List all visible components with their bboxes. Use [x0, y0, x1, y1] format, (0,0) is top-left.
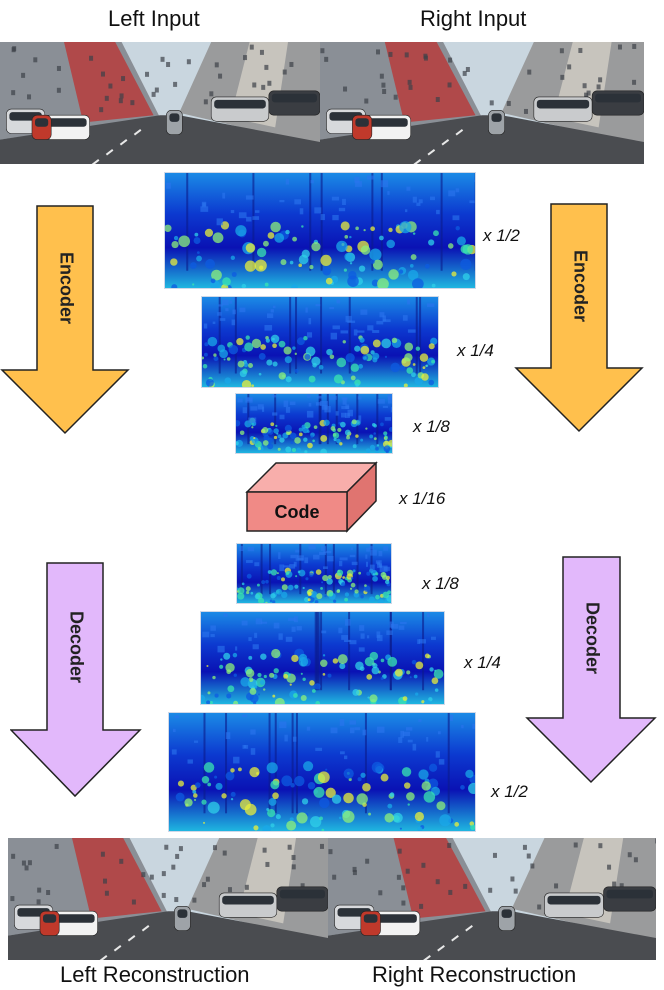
depth-map-texture [165, 173, 475, 288]
decoder-feature-map-3 [168, 712, 476, 832]
decoder-label-right: Decoder [582, 602, 602, 674]
decoder-scale-2: x 1/4 [464, 653, 501, 672]
left-reconstruction-title: Left Reconstruction [60, 962, 250, 987]
encoder-feature-map-3 [235, 393, 393, 454]
code-scale: x 1/16 [399, 489, 446, 508]
code-block: Code [244, 460, 380, 534]
encoder-feature-map-1 [164, 172, 476, 289]
decoder-feature-map-1 [236, 543, 392, 604]
decoder-feature-map-2 [200, 611, 445, 705]
decoder-scale-1: x 1/8 [422, 574, 459, 593]
depth-map-texture [237, 544, 391, 603]
street-scene-illustration [0, 42, 320, 164]
encoder-label-left: Encoder [56, 252, 76, 324]
right-input-image [320, 42, 644, 164]
decoder-arrow-left: Decoder [10, 562, 142, 798]
right-reconstruction-image [328, 838, 656, 960]
encoder-label-right: Encoder [570, 250, 590, 322]
encoder-scale-1: x 1/2 [483, 226, 520, 245]
depth-map-texture [236, 394, 392, 453]
encoder-scale-3: x 1/8 [413, 417, 450, 436]
right-input-title: Right Input [420, 6, 527, 31]
right-reconstruction-title: Right Reconstruction [372, 962, 577, 987]
decoder-label-left: Decoder [66, 611, 86, 683]
depth-map-texture [169, 713, 475, 831]
street-scene-illustration [320, 42, 644, 164]
encoder-feature-map-2 [201, 296, 439, 388]
depth-map-texture [201, 612, 444, 704]
encoder-scale-2: x 1/4 [457, 341, 494, 360]
encoder-arrow-left: Encoder [0, 205, 130, 435]
street-scene-illustration [8, 838, 328, 960]
code-label: Code [275, 502, 320, 522]
left-reconstruction-image [8, 838, 328, 960]
left-input-image [0, 42, 320, 164]
depth-map-texture [202, 297, 438, 387]
left-input-title: Left Input [108, 6, 200, 31]
decoder-scale-3: x 1/2 [491, 782, 528, 801]
encoder-arrow-right: Encoder [514, 203, 644, 433]
street-scene-illustration [328, 838, 656, 960]
decoder-arrow-right: Decoder [525, 556, 657, 784]
